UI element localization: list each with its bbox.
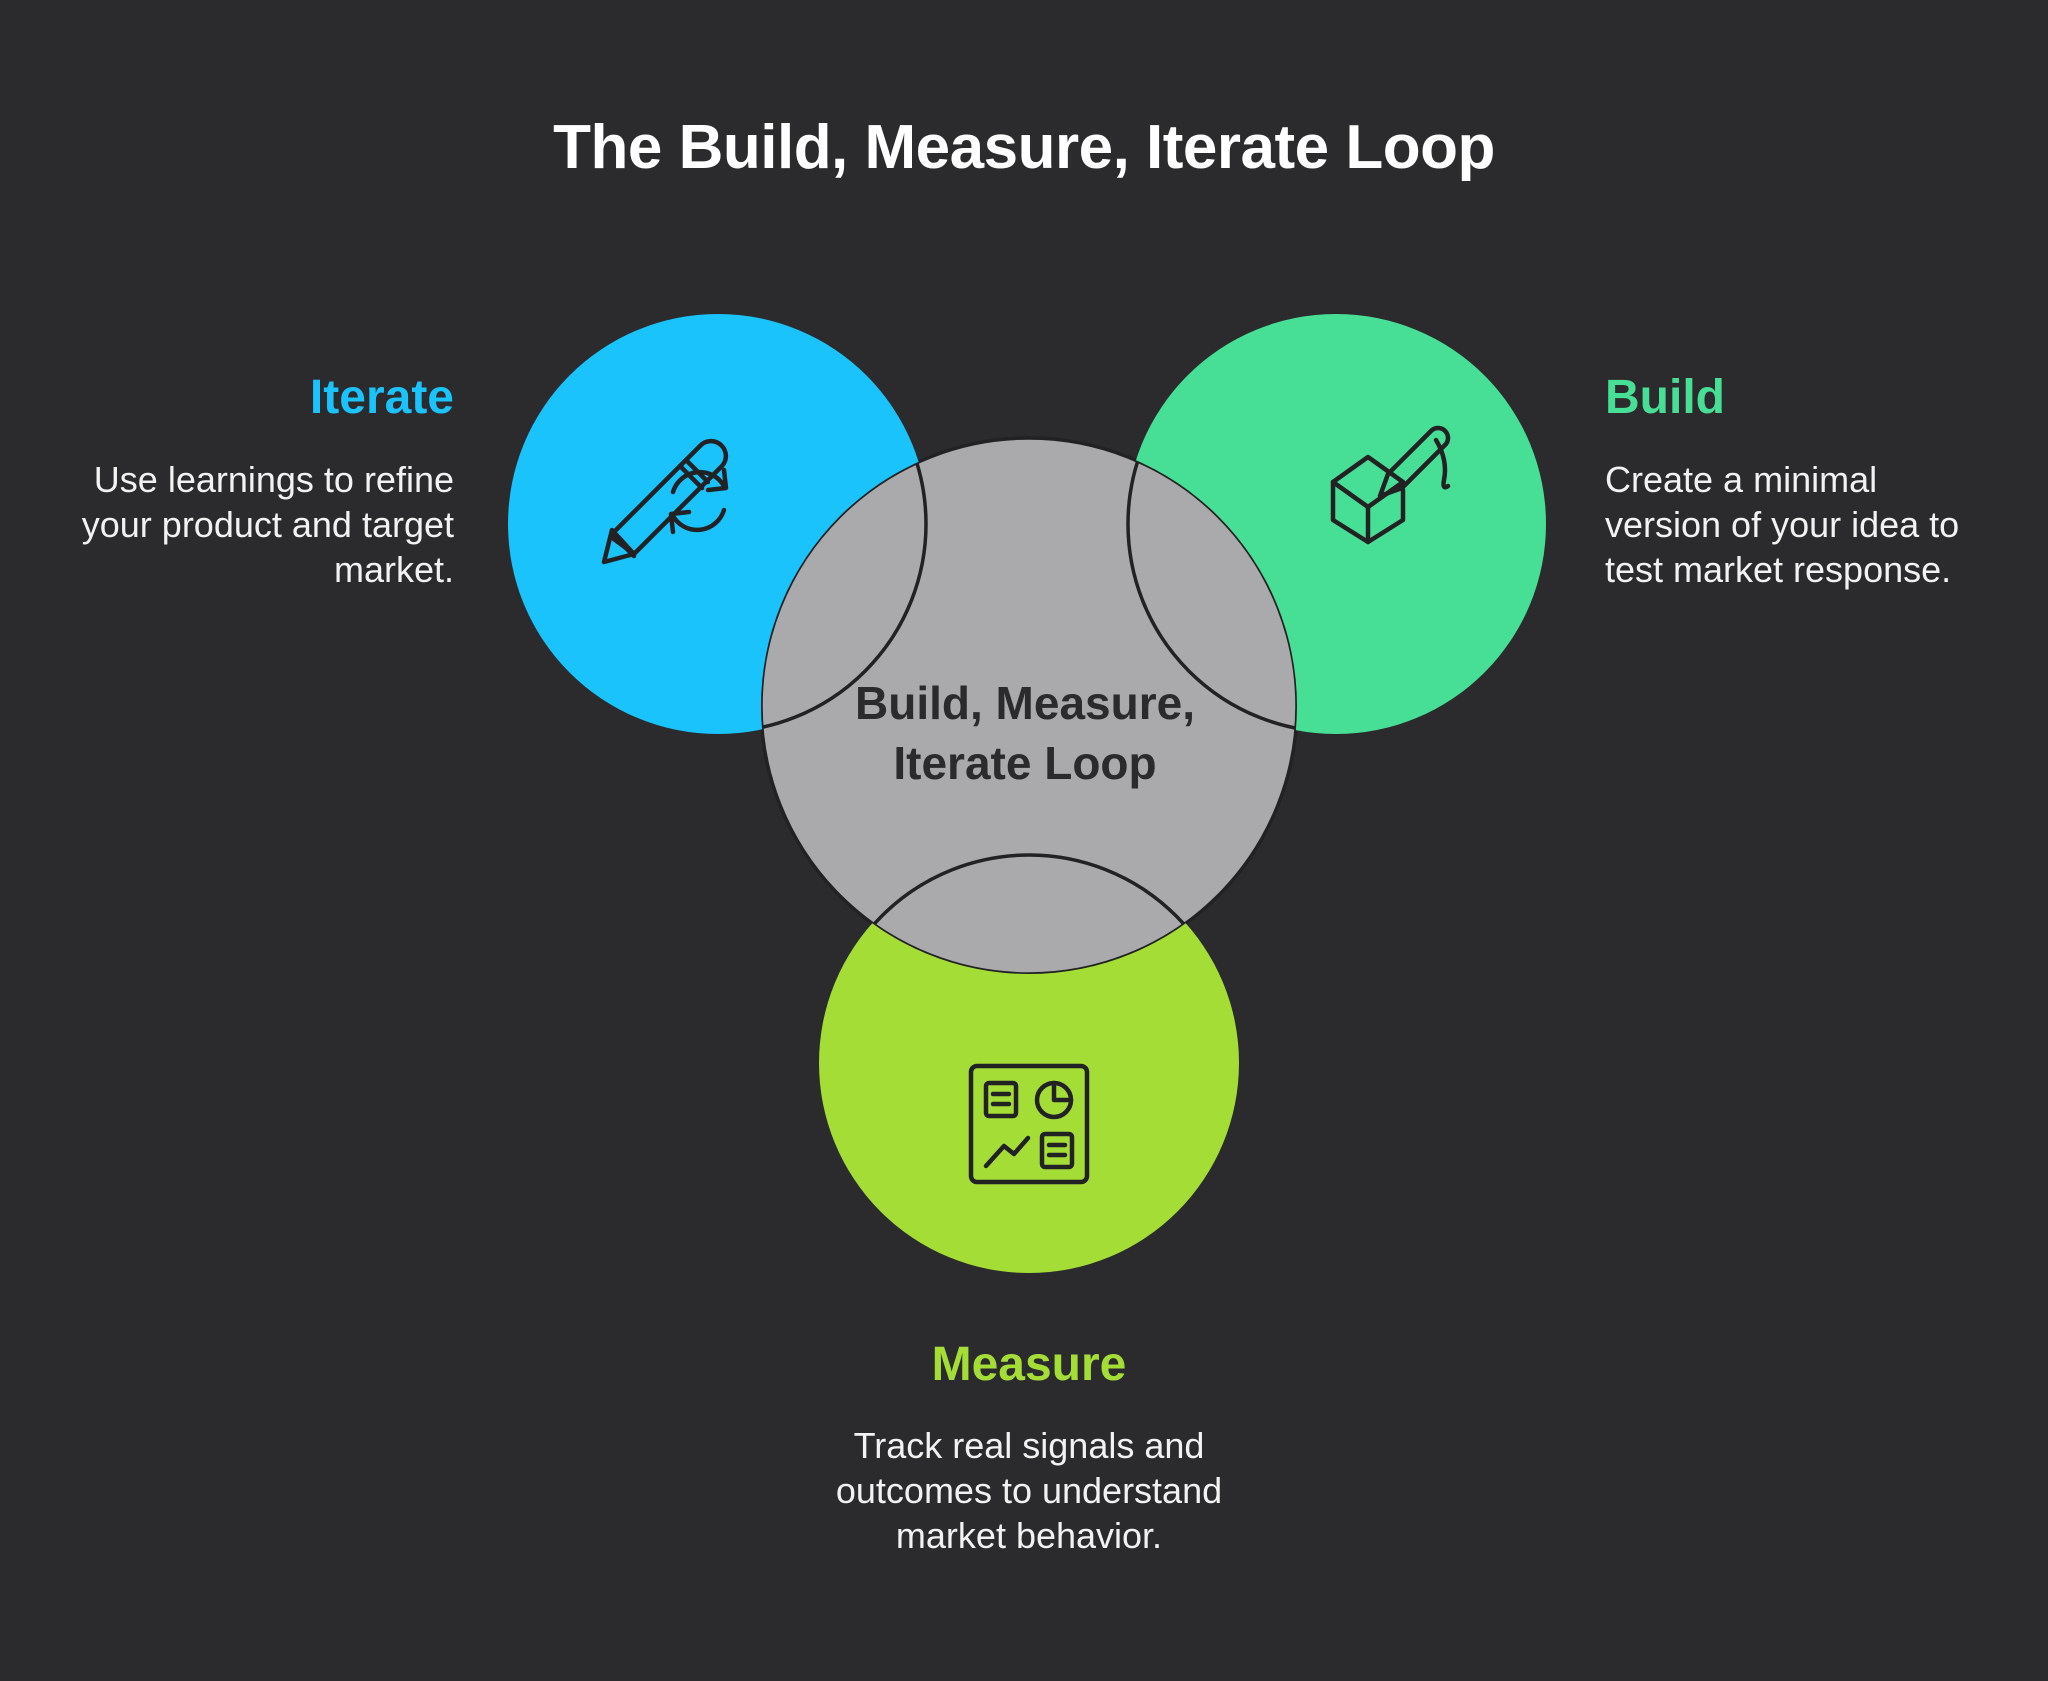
- iterate-desc-line: Use learnings to refine: [93, 459, 454, 500]
- iterate-desc-line: your product and target: [81, 504, 454, 545]
- center-label-line2: Iterate Loop: [893, 737, 1157, 789]
- build-heading: Build: [1605, 371, 1725, 424]
- build-desc-line: Create a minimal: [1605, 459, 1878, 500]
- build-desc-line: test market response.: [1605, 549, 1952, 590]
- measure-description: Track real signals and outcomes to under…: [779, 1423, 1279, 1558]
- measure-desc-line: outcomes to understand: [835, 1470, 1223, 1511]
- center-label: Build, Measure, Iterate Loop: [825, 673, 1225, 793]
- measure-desc-line: Track real signals and: [853, 1425, 1205, 1466]
- measure-heading: Measure: [931, 1338, 1127, 1391]
- iterate-heading: Iterate: [309, 371, 454, 424]
- dashboard-icon: [968, 1063, 1090, 1185]
- page-title: The Build, Measure, Iterate Loop: [553, 113, 1495, 182]
- iterate-desc-line: market.: [333, 549, 454, 590]
- cube-pen-icon: [1330, 425, 1451, 545]
- measure-desc-line: market behavior.: [895, 1515, 1163, 1556]
- build-description: Create a minimal version of your idea to…: [1605, 457, 2025, 592]
- pencil-refresh-icon: [601, 438, 729, 565]
- center-label-line1: Build, Measure,: [855, 677, 1195, 729]
- build-desc-line: version of your idea to: [1605, 504, 1960, 545]
- iterate-description: Use learnings to refine your product and…: [34, 457, 454, 592]
